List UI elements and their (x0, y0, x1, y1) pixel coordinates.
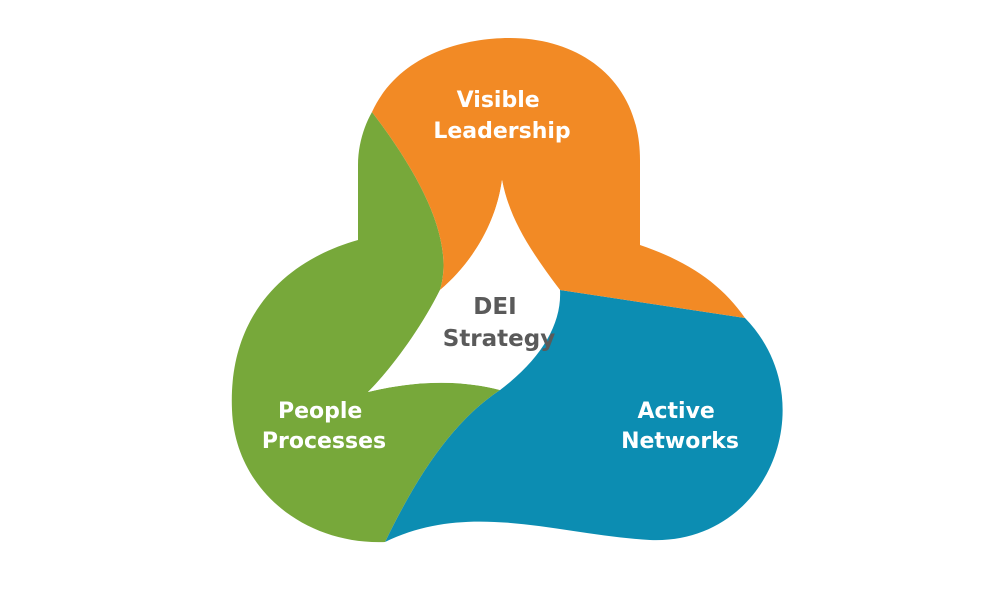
people-processes-label: People Processes (262, 399, 386, 454)
visible-leadership-line2: Leadership (433, 119, 570, 144)
center-label-line2: Strategy (443, 326, 555, 352)
people-processes-line1: People (278, 399, 362, 424)
center-triangle (368, 180, 561, 392)
segment-active-networks (385, 290, 783, 542)
center-label-line1: DEI (473, 294, 516, 320)
active-networks-label: Active Networks (621, 399, 739, 454)
people-processes-line2: Processes (262, 429, 386, 454)
segment-people-processes (231, 112, 500, 543)
segment-visible-leadership (372, 38, 745, 318)
visible-leadership-line1: Visible (457, 88, 540, 113)
active-networks-line2: Networks (621, 429, 739, 454)
visible-leadership-label: Visible Leadership (433, 88, 570, 144)
center-label: DEI Strategy (443, 294, 555, 352)
active-networks-line1: Active (637, 399, 714, 424)
